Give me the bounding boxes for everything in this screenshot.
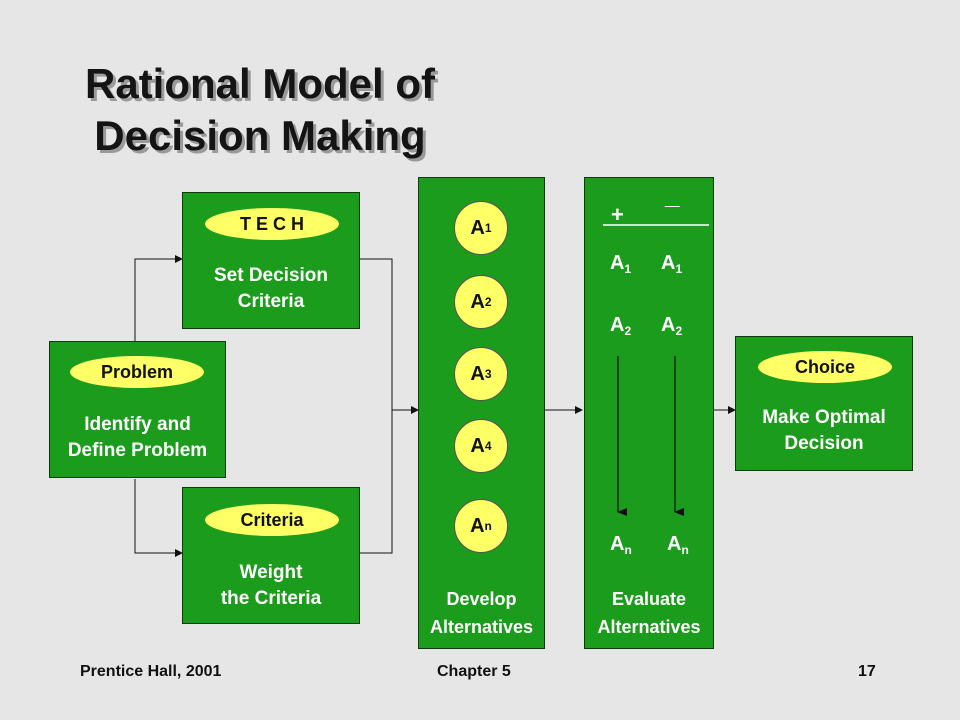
eval-positive-a2: A2: [610, 314, 632, 338]
criteria-pill: Criteria: [205, 504, 339, 536]
develop-caption: Develop Alternatives: [419, 585, 544, 641]
evaluate-line-1: Evaluate: [611, 589, 687, 609]
choice-line-2: Decision: [784, 433, 864, 454]
weight-line-1: Weight: [239, 562, 303, 583]
choice-pill: Choice: [758, 351, 892, 383]
footer-chapter: Chapter 5: [437, 663, 511, 680]
develop-line-2: Alternatives: [429, 617, 534, 637]
eval-negative-a1: A1: [661, 252, 683, 276]
make-decision-box: Choice Make Optimal Decision: [735, 336, 913, 471]
weight-line-2: the Criteria: [220, 588, 322, 609]
title-line-1: Rational Model of: [85, 60, 435, 107]
weight-caption: Weight the Criteria: [183, 560, 359, 612]
minus-sign: _: [665, 180, 680, 210]
identify-problem-box: Problem Identify and Define Problem: [49, 341, 226, 478]
choice-line-1: Make Optimal: [762, 407, 886, 428]
eval-negative-a2: A2: [661, 314, 683, 338]
identify-caption: Identify and Define Problem: [50, 412, 225, 464]
slide-title: Rational Model of Decision Making: [50, 58, 470, 162]
evaluate-alternatives-box: + _ A1 A1 A2 A2 An An Evaluate Alternati…: [584, 177, 714, 649]
weight-criteria-box: Criteria Weight the Criteria: [182, 487, 360, 624]
title-line-2: Decision Making: [94, 112, 426, 159]
plus-sign: +: [611, 202, 624, 227]
connector-identify-to-set: [134, 255, 183, 341]
connector-set-to-merge: [360, 258, 393, 554]
identify-line-2: Define Problem: [67, 440, 208, 461]
connector-identify-to-weight: [134, 479, 183, 557]
develop-line-1: Develop: [446, 589, 517, 609]
set-criteria-line-2: Criteria: [237, 291, 305, 312]
set-criteria-box: T E C H Set Decision Criteria: [182, 192, 360, 329]
tech-pill: T E C H: [205, 208, 339, 240]
set-criteria-caption: Set Decision Criteria: [183, 263, 359, 315]
problem-pill: Problem: [70, 356, 204, 388]
choice-caption: Make Optimal Decision: [736, 405, 912, 457]
eval-positive-an: An: [610, 533, 632, 557]
eval-negative-an: An: [667, 533, 689, 557]
footer-page-number: 17: [858, 663, 876, 680]
evaluate-caption: Evaluate Alternatives: [585, 585, 713, 641]
evaluate-line-2: Alternatives: [597, 617, 701, 637]
eval-positive-a1: A1: [610, 252, 632, 276]
footer-publisher: Prentice Hall, 2001: [80, 663, 222, 680]
identify-line-1: Identify and: [84, 414, 191, 435]
evaluate-lines: [603, 224, 709, 516]
set-criteria-line-1: Set Decision: [213, 265, 329, 286]
